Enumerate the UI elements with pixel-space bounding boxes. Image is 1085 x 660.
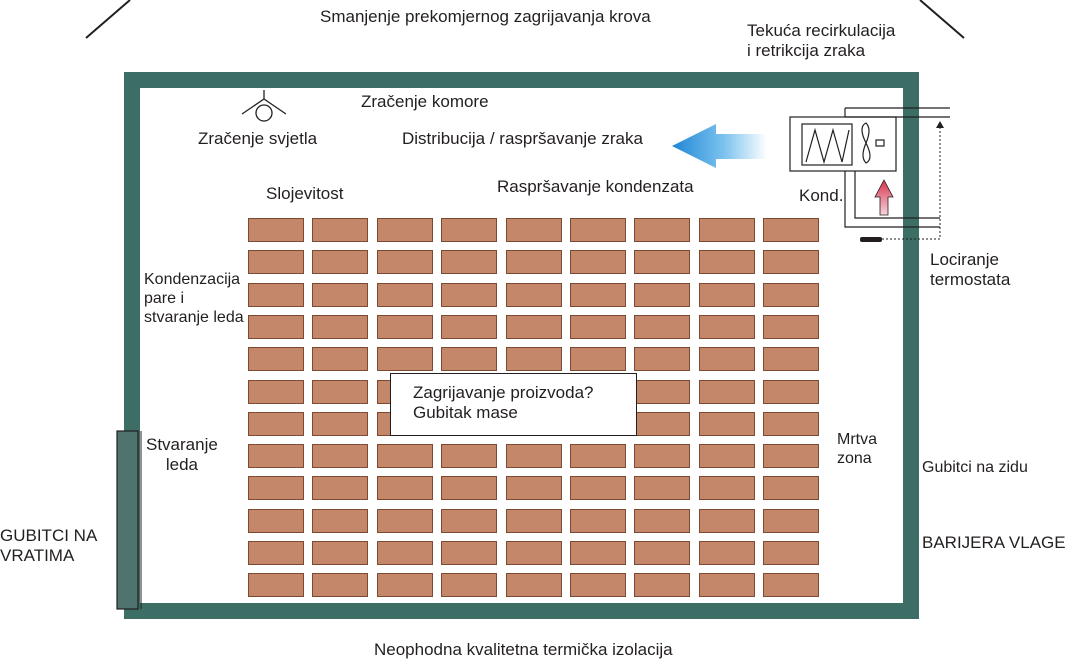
ice-formation-line-1: Stvaranje bbox=[146, 435, 218, 454]
condenser-label: Kond. bbox=[799, 186, 844, 205]
air-distribution-label: Distribucija / raspršavanje zraka bbox=[402, 129, 643, 148]
thermostat-location-label: Lociranje termostata bbox=[930, 250, 1010, 290]
thermostat-signal-line bbox=[882, 128, 941, 240]
door-losses-line-2: VRATIMA bbox=[0, 546, 75, 565]
condensate-spray-label: Raspršavanje kondenzata bbox=[497, 177, 694, 196]
insulation-label: Neophodna kvalitetna termička izolacija bbox=[374, 640, 673, 659]
thermostat-icon bbox=[860, 237, 882, 242]
roof-heating-label: Smanjenje prekomjernog zagrijavanja krov… bbox=[320, 7, 651, 26]
air-recirculation-line-2: i retrikcija zraka bbox=[747, 41, 866, 60]
product-warming-line-1: Zagrijavanje proizvoda? bbox=[413, 383, 594, 402]
ice-formation-label: Stvaranje leda bbox=[146, 435, 218, 475]
refrigerant-pipes bbox=[844, 107, 950, 228]
product-warming-box: Zagrijavanje proizvoda? Gubitak mase bbox=[390, 373, 637, 436]
roof-outline bbox=[85, 0, 131, 39]
thermostat-location-line-1: Lociranje bbox=[930, 250, 999, 269]
vapour-condensation-line-1: Kondenzacija bbox=[144, 271, 241, 288]
vapour-condensation-line-2: pare i bbox=[144, 290, 185, 307]
roof-outline-right bbox=[919, 0, 965, 39]
thermostat-signal-arrow-icon bbox=[936, 121, 944, 128]
warm-air-arrow-icon bbox=[874, 179, 894, 216]
stacking-label: Slojevitost bbox=[266, 184, 344, 203]
chamber-radiation-label: Zračenje komore bbox=[361, 92, 489, 111]
insulated-wall bbox=[124, 72, 919, 619]
door-losses-label: GUBITCI NA VRATIMA bbox=[0, 526, 97, 566]
wall-losses-label: Gubitci na zidu bbox=[922, 459, 1028, 476]
ice-formation-line-2: leda bbox=[165, 455, 198, 474]
evaporator-unit-icon bbox=[789, 116, 897, 172]
vapour-condensation-line-3: stvaranje leda bbox=[144, 309, 244, 326]
vapour-condensation-label: Kondenzacija pare i stvaranje leda bbox=[144, 270, 244, 327]
light-radiation-label: Zračenje svjetla bbox=[198, 129, 318, 148]
moisture-barrier-label: BARIJERA VLAGE bbox=[922, 533, 1066, 552]
air-recirculation-line-1: Tekuća recirkulacija bbox=[747, 21, 896, 40]
thermostat-location-line-2: termostata bbox=[930, 270, 1011, 289]
dead-zone-line-2: zona bbox=[837, 450, 872, 467]
light-fixture-icon bbox=[241, 90, 287, 122]
product-warming-line-2: Gubitak mase bbox=[413, 403, 518, 422]
air-flow-arrow-icon bbox=[672, 124, 767, 168]
dead-zone-label: Mrtva zona bbox=[837, 430, 877, 468]
air-recirculation-label: Tekuća recirkulacija i retrikcija zraka bbox=[747, 21, 895, 61]
door-panel bbox=[116, 430, 139, 610]
dead-zone-line-1: Mrtva bbox=[837, 431, 877, 448]
door-losses-line-1: GUBITCI NA bbox=[0, 526, 98, 545]
